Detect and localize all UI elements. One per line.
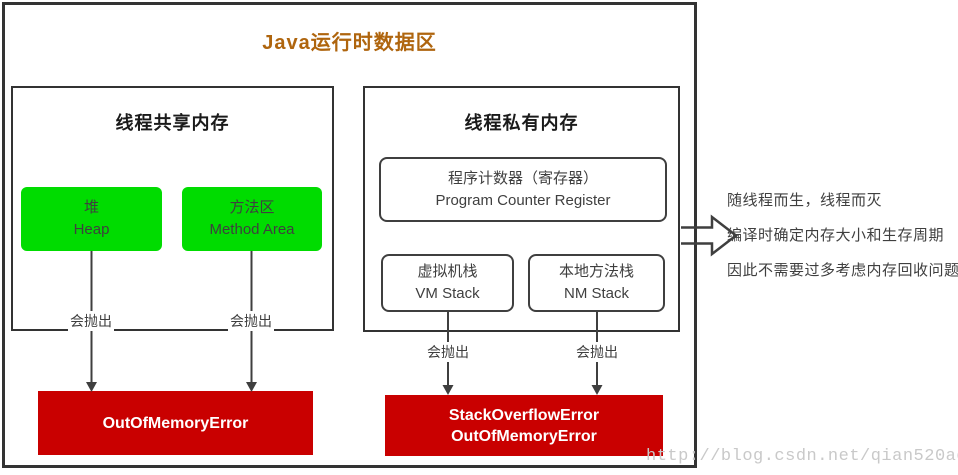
stack-errors-node: StackOverflowError OutOfMemoryError bbox=[385, 395, 663, 456]
vm-stack-label-zh: 虚拟机栈 bbox=[417, 263, 478, 280]
note-line-2: 编译时确定内存大小和生存周期 bbox=[727, 227, 945, 244]
thread-private-memory-panel bbox=[363, 86, 680, 332]
nm-stack-throw-label: 会抛出 bbox=[574, 342, 620, 362]
thread-shared-memory-panel bbox=[11, 86, 334, 331]
pcr-label-en: Program Counter Register bbox=[435, 191, 611, 209]
stackoverflow-error-label: StackOverflowError bbox=[448, 406, 600, 424]
nm-stack-label-en: NM Stack bbox=[563, 285, 629, 302]
oom-error-label: OutOfMemoryError bbox=[102, 414, 249, 432]
oom-error-label-2: OutOfMemoryError bbox=[451, 427, 597, 445]
program-counter-register-node: 程序计数器（寄存器） Program Counter Register bbox=[379, 157, 667, 222]
vm-stack-node: 虚拟机栈 VM Stack bbox=[381, 254, 514, 312]
heap-throw-label: 会抛出 bbox=[68, 311, 114, 331]
method-area-node: 方法区 Method Area bbox=[182, 187, 322, 251]
pcr-label-zh: 程序计数器（寄存器） bbox=[447, 169, 598, 187]
method-area-label-zh: 方法区 bbox=[229, 199, 275, 216]
thread-shared-memory-title: 线程共享内存 bbox=[115, 113, 230, 133]
method-area-throw-label: 会抛出 bbox=[228, 311, 274, 331]
vm-stack-label-en: VM Stack bbox=[415, 285, 480, 302]
note-line-3: 因此不需要过多考虑内存回收问题 bbox=[727, 262, 958, 279]
oom-error-node: OutOfMemoryError bbox=[38, 391, 313, 455]
nm-stack-node: 本地方法栈 NM Stack bbox=[528, 254, 665, 312]
nm-stack-label-zh: 本地方法栈 bbox=[558, 263, 634, 280]
thread-private-memory-title: 线程私有内存 bbox=[464, 113, 579, 133]
vm-stack-throw-label: 会抛出 bbox=[425, 342, 471, 362]
diagram-title: Java运行时数据区 bbox=[262, 32, 437, 54]
heap-node: 堆 Heap bbox=[21, 187, 162, 251]
heap-label-en: Heap bbox=[73, 221, 110, 238]
note-line-1: 随线程而生，线程而灭 bbox=[727, 192, 883, 209]
heap-label-zh: 堆 bbox=[83, 199, 99, 216]
method-area-label-en: Method Area bbox=[209, 221, 295, 238]
blog-watermark: http://blog.csdn.net/qian520ao bbox=[646, 447, 958, 466]
